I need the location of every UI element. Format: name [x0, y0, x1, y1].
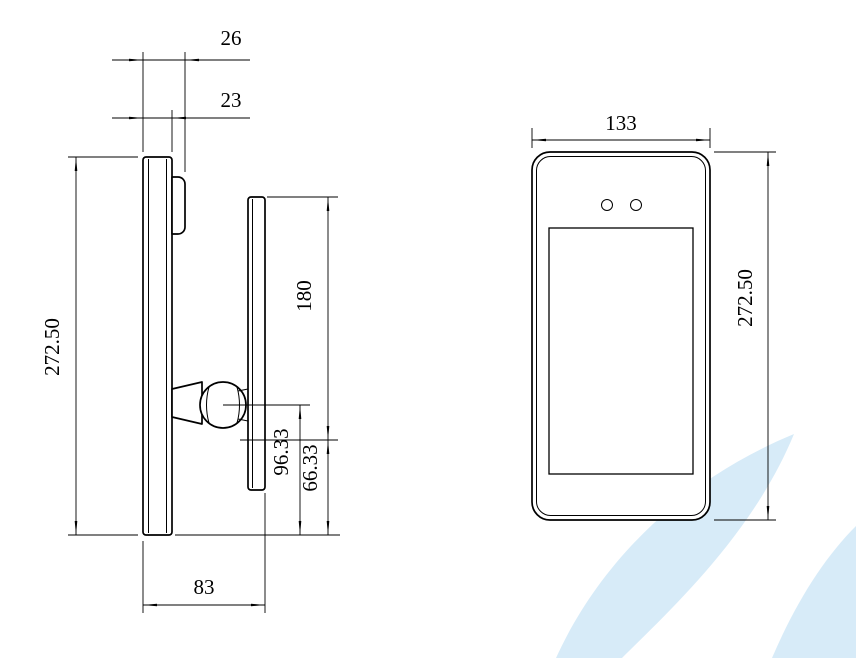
side-view	[142, 156, 266, 536]
ball-clamp-left-arc	[206, 386, 210, 424]
dim-bracket-length: 180	[292, 197, 330, 440]
camera-hole-right	[630, 199, 642, 211]
dim-label-ball-center-to-bottom: 96.33	[269, 428, 293, 475]
dim-depth-installed: 83	[143, 575, 265, 607]
front-view	[531, 151, 711, 521]
dim-label-bracket-length: 180	[292, 280, 316, 312]
extension-lines-front	[531, 128, 776, 521]
dim-label-front-height: 272.50	[733, 269, 757, 327]
side-view-dimensions: 26 23 272.50 180 96.33 66.33	[40, 26, 340, 613]
dim-front-width: 133	[532, 111, 710, 142]
ball-socket-lines	[237, 388, 249, 422]
dim-front-height: 272.50	[733, 152, 770, 520]
device-front-inner-outline	[536, 156, 706, 516]
camera-bump	[171, 176, 186, 235]
dim-ball-center-to-bottom: 96.33	[269, 405, 302, 535]
extension-lines	[68, 52, 340, 613]
dim-label-depth-body: 23	[221, 88, 242, 112]
camera-hole-left	[601, 199, 613, 211]
dim-depth-overall: 26	[112, 26, 250, 62]
dim-depth-body: 23	[112, 88, 250, 120]
watermark-petal-corner	[772, 526, 856, 658]
wall-mount-plate	[247, 196, 266, 491]
ball-joint-neck	[171, 381, 203, 425]
front-view-dimensions: 133 272.50	[531, 111, 776, 521]
dim-bracket-bottom-to-bottom: 66.33	[298, 440, 330, 535]
watermark-petal-large	[556, 434, 794, 658]
watermark	[556, 434, 856, 658]
dim-label-front-width: 133	[605, 111, 637, 135]
dim-side-height: 272.50	[40, 157, 78, 535]
dim-label-bracket-bottom-to-bottom: 66.33	[298, 444, 322, 491]
dim-label-depth-overall: 26	[221, 26, 242, 50]
dim-label-depth-installed: 83	[194, 575, 215, 599]
screen	[548, 227, 694, 475]
dim-label-side-height: 272.50	[40, 318, 64, 376]
device-side-body	[142, 156, 173, 536]
